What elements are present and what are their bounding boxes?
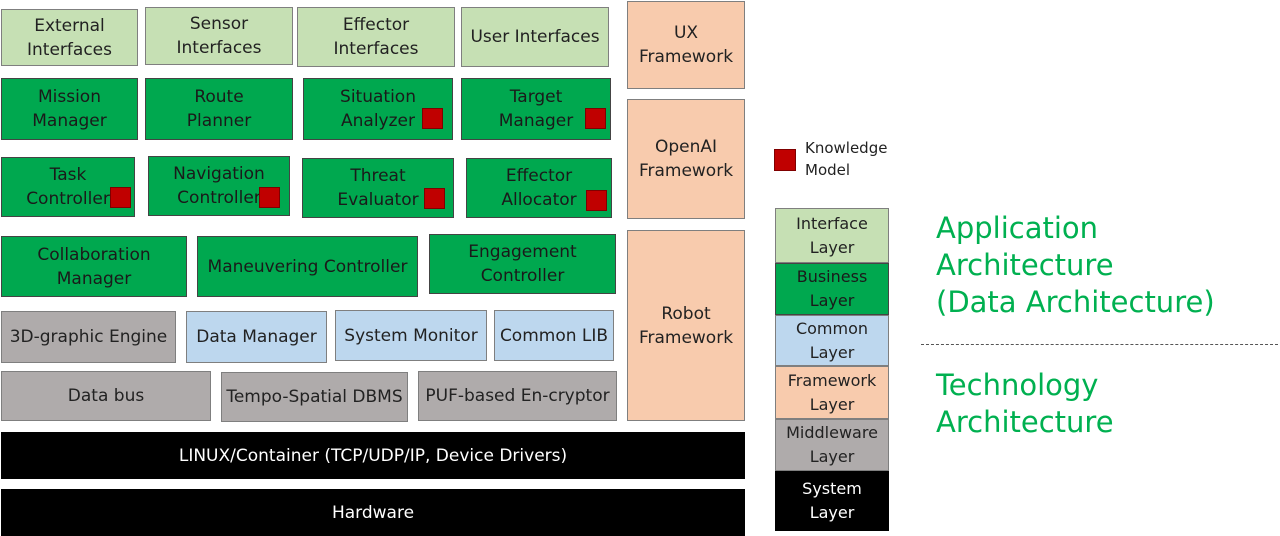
user-interfaces-box: User Interfaces xyxy=(461,7,609,67)
knowledge-model-marker xyxy=(424,188,445,209)
robot-framework-box: Robot Framework xyxy=(627,230,745,421)
data-manager-box: Data Manager xyxy=(186,311,327,363)
middleware-layer-box: Middleware Layer xyxy=(775,419,889,471)
3d-graphic-engine-box: 3D-graphic Engine xyxy=(1,311,176,363)
knowledge-model-marker xyxy=(585,108,606,129)
knowledge-model-marker xyxy=(422,108,443,129)
hardware-box: Hardware xyxy=(1,489,745,536)
engagement-controller-box: Engagement Controller xyxy=(429,234,616,294)
application-architecture-label: Application Architecture (Data Architect… xyxy=(936,211,1215,319)
knowledge-model-legend-label: Knowledge Model xyxy=(805,139,888,179)
collaboration-manager-box: Collaboration Manager xyxy=(1,236,187,297)
knowledge-model-legend-icon xyxy=(774,149,796,171)
tempo-spatial-dbms-box: Tempo-Spatial DBMS xyxy=(221,372,408,422)
business-layer-box: Business Layer xyxy=(775,263,889,315)
linux-container-box: LINUX/Container (TCP/UDP/IP, Device Driv… xyxy=(1,432,745,479)
interface-layer-box: Interface Layer xyxy=(775,208,889,263)
framework-layer-box: Framework Layer xyxy=(775,366,889,419)
route-planner-box: Route Planner xyxy=(145,78,293,140)
knowledge-model-marker xyxy=(110,187,131,208)
knowledge-model-marker xyxy=(586,190,607,211)
technology-architecture-label: Technology Architecture xyxy=(936,368,1114,439)
effector-interfaces-box: Effector Interfaces xyxy=(297,7,455,67)
sensor-interfaces-box: Sensor Interfaces xyxy=(145,7,293,65)
ux-framework-box: UX Framework xyxy=(627,1,745,89)
system-monitor-box: System Monitor xyxy=(335,310,487,361)
navigation-controller-box: Navigation Controller xyxy=(148,156,290,216)
system-layer-box: System Layer xyxy=(775,471,889,531)
openai-framework-box: OpenAI Framework xyxy=(627,99,745,219)
mission-manager-box: Mission Manager xyxy=(1,78,138,140)
external-interfaces-box: External Interfaces xyxy=(1,9,138,66)
maneuvering-controller-box: Maneuvering Controller xyxy=(197,236,418,297)
data-bus-box: Data bus xyxy=(1,371,211,421)
puf-encryptor-box: PUF-based En-cryptor xyxy=(418,371,617,421)
common-lib-box: Common LIB xyxy=(494,310,614,361)
knowledge-model-marker xyxy=(259,187,280,208)
architecture-divider xyxy=(921,344,1278,345)
common-layer-box: Common Layer xyxy=(775,315,889,366)
